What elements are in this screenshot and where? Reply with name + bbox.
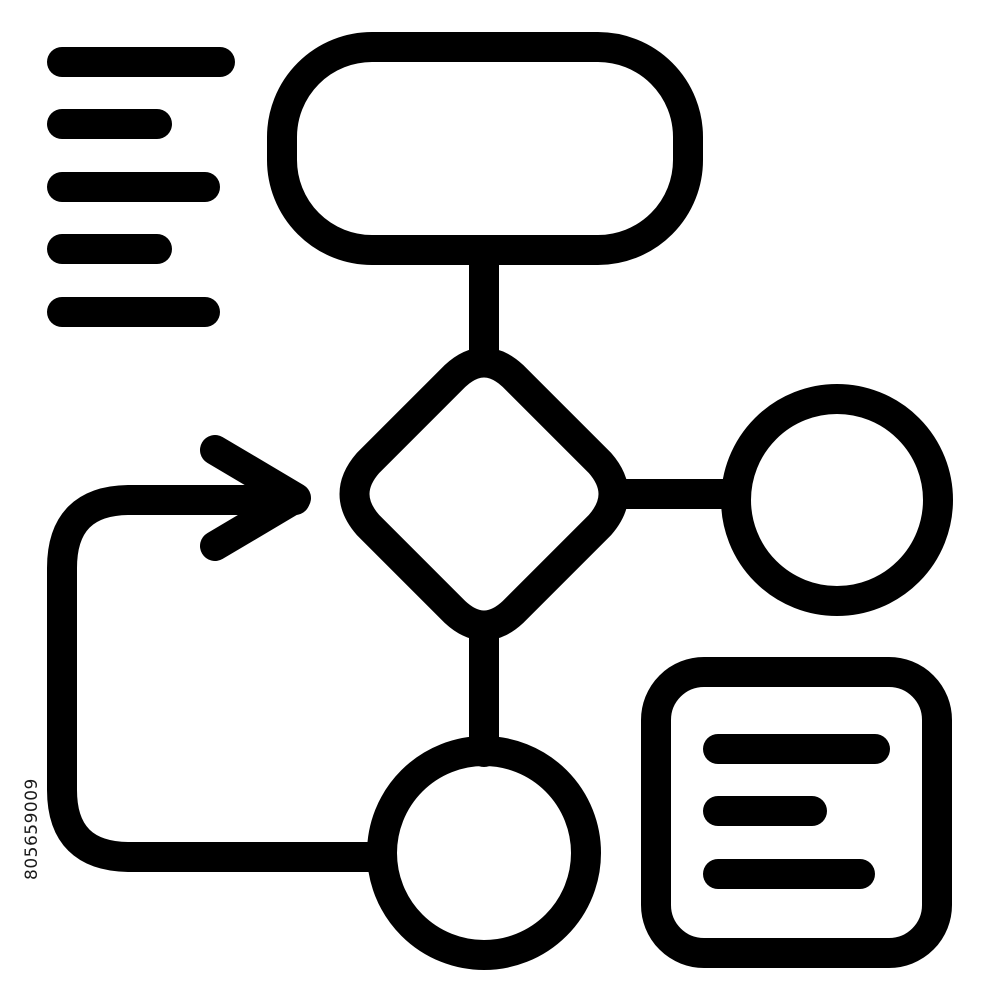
stock-id-watermark: 805659009 <box>22 778 42 880</box>
arrow-head-icon <box>200 435 311 561</box>
process-circle <box>367 736 601 970</box>
terminator-shape <box>267 32 703 265</box>
note-card <box>641 657 952 968</box>
decision-diamond <box>339 347 629 641</box>
loop-back-connector <box>47 485 396 872</box>
process-circle <box>721 384 953 616</box>
text-list-icon <box>47 47 235 327</box>
